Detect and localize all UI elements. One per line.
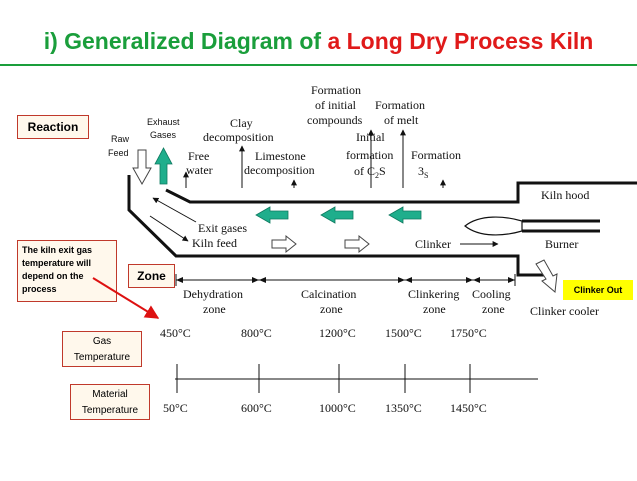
title-underline	[0, 64, 637, 66]
reaction-clay-1: Clay	[230, 116, 253, 130]
clinker-cooler-arrow-icon	[535, 259, 558, 293]
reaction-melt-1: Formation	[375, 98, 425, 112]
material-temperature-line-2: Temperature	[81, 405, 139, 416]
gas-temperature-line-1: Gas	[92, 336, 112, 347]
exit-gases-arrow	[152, 197, 197, 223]
material-flow-arrows	[271, 234, 370, 254]
clinker-cooler-label: Clinker cooler	[530, 304, 599, 318]
material-temp-3: 1000°C	[319, 401, 356, 415]
zone-boundary-markers	[176, 277, 515, 283]
exit-gases-label: Exit gases	[198, 221, 247, 235]
material-temperature-line-1: Material	[92, 389, 128, 400]
zone-clinkering-1: Clinkering	[408, 287, 459, 301]
note-line-2: temperature will	[22, 258, 92, 268]
gas-temp-3: 1200°C	[319, 326, 356, 340]
gas-flow-arrows	[255, 206, 422, 224]
exhaust-label-2: Gases	[150, 130, 177, 140]
reaction-initial-compounds-2: of initial	[315, 98, 357, 112]
exhaust-label-1: Exhaust	[147, 117, 180, 127]
reaction-initial-compounds-3: compounds	[307, 113, 363, 127]
reaction-c3s-2: 3S	[418, 164, 428, 180]
clinker-out-badge: Clinker Out	[563, 280, 633, 300]
material-temp-4: 1350°C	[385, 401, 422, 415]
burner-label: Burner	[545, 237, 578, 251]
zone-label: Zone	[128, 264, 175, 288]
reaction-initial-c2s-2: formation	[346, 148, 393, 162]
kiln-shell	[127, 175, 637, 277]
gas-temp-1: 450°C	[160, 326, 191, 340]
note-line-1: The kiln exit gas	[22, 245, 93, 255]
title-part-2: a Long Dry Process Kiln	[327, 28, 594, 54]
raw-feed-label-2: Feed	[108, 148, 129, 158]
title-part-1: i) Generalized Diagram of	[43, 28, 328, 54]
zone-cooling-2: zone	[482, 302, 505, 316]
gas-temperature-label: Gas Temperature	[62, 331, 142, 367]
clinker-label: Clinker	[415, 237, 451, 251]
reaction-free-water-1: Free	[188, 149, 209, 163]
zone-dehydration-1: Dehydration	[183, 287, 243, 301]
kiln-hood-label: Kiln hood	[541, 188, 589, 202]
zone-calcination-1: Calcination	[301, 287, 356, 301]
reaction-label: Reaction	[17, 115, 89, 139]
reaction-clay-2: decomposition	[203, 130, 274, 144]
zone-clinkering-2: zone	[423, 302, 446, 316]
reaction-initial-compounds-1: Formation	[311, 83, 361, 97]
page-title: i) Generalized Diagram of a Long Dry Pro…	[0, 28, 637, 55]
reaction-c3s-1: Formation	[411, 148, 461, 162]
material-temp-5: 1450°C	[450, 401, 487, 415]
note-line-4: process	[22, 284, 57, 294]
gas-temp-4: 1500°C	[385, 326, 422, 340]
gas-temp-2: 800°C	[241, 326, 272, 340]
material-temp-1: 50°C	[163, 401, 188, 415]
zone-calcination-2: zone	[320, 302, 343, 316]
kiln-feed-arrow	[149, 215, 189, 242]
note-box: The kiln exit gas temperature will depen…	[17, 240, 117, 302]
reaction-arrows	[183, 129, 446, 188]
reaction-limestone-2: decomposition	[244, 163, 315, 177]
gas-temp-5: 1750°C	[450, 326, 487, 340]
kiln-feed-label: Kiln feed	[192, 236, 237, 250]
burner-flame-icon	[464, 216, 523, 236]
temperature-scale	[175, 364, 538, 393]
reaction-limestone-1: Limestone	[255, 149, 306, 163]
reaction-initial-c2s-3: of C2S	[354, 164, 386, 180]
gas-temperature-line-2: Temperature	[73, 352, 131, 363]
exhaust-arrow-icon	[154, 147, 173, 185]
note-pointer-arrow	[92, 277, 160, 319]
raw-feed-label-1: Raw	[111, 134, 130, 144]
zone-axis	[175, 274, 516, 286]
zone-cooling-1: Cooling	[472, 287, 511, 301]
reaction-free-water-2: water	[186, 163, 213, 177]
zone-dehydration-2: zone	[203, 302, 226, 316]
raw-feed-arrow-icon	[132, 149, 152, 186]
material-temp-2: 600°C	[241, 401, 272, 415]
material-temperature-label: Material Temperature	[70, 384, 150, 420]
note-line-3: depend on the	[22, 271, 84, 281]
reaction-melt-2: of melt	[384, 113, 419, 127]
